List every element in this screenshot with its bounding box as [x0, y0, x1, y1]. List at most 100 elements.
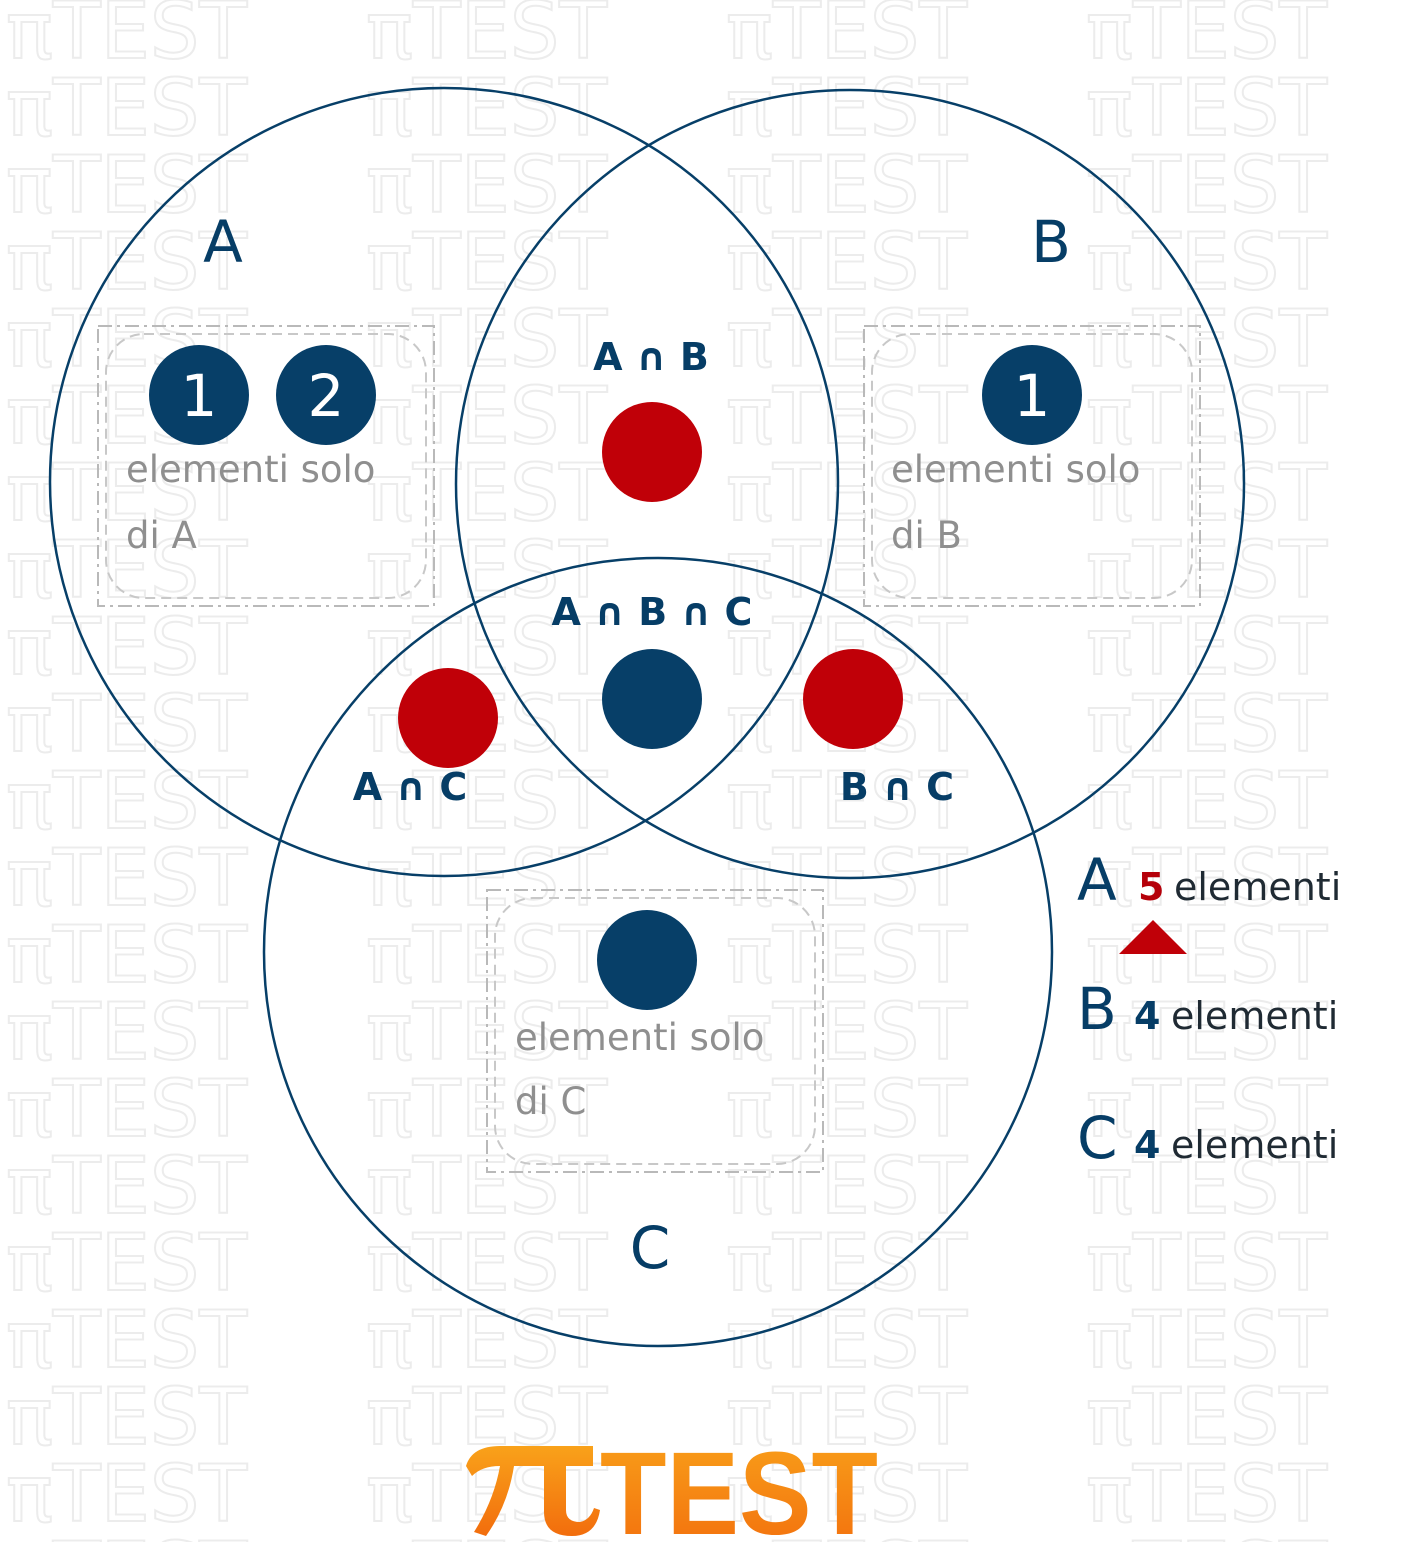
watermark-text: πTEST — [726, 988, 967, 1078]
watermark-text: πTEST — [366, 372, 607, 462]
only-c-box — [486, 889, 824, 1173]
watermark-text: πTEST — [366, 449, 607, 539]
set-a-label: A — [203, 208, 243, 276]
legend-count-a: 5 — [1138, 865, 1164, 909]
only-a-box — [97, 325, 435, 607]
only-a-text-line1: elementi solo — [126, 448, 375, 491]
element-dot-a-and-b — [602, 402, 702, 502]
watermark-text: πTEST — [1086, 834, 1327, 924]
watermark-text: πTEST — [366, 141, 607, 231]
element-dot-a-and-b-and-c — [602, 649, 702, 749]
legend-letter-c: C — [1077, 1104, 1118, 1172]
watermark-text: πTEST — [726, 911, 967, 1001]
logo-text: TEST — [600, 1428, 878, 1542]
legend-count-c: 4 — [1134, 1123, 1160, 1167]
watermark-text: πTEST — [6, 988, 247, 1078]
watermark-text: πTEST — [366, 757, 607, 847]
watermark-text: πTEST — [726, 1065, 967, 1155]
watermark-text: πTEST — [726, 1142, 967, 1232]
watermark-text: πTEST — [6, 64, 247, 154]
watermark-text: πTEST — [366, 1296, 607, 1386]
watermark-text: πTEST — [6, 1142, 247, 1232]
watermark-text: πTEST — [726, 449, 967, 539]
pi-symbol-icon — [466, 1446, 600, 1536]
watermark-text: πTEST — [726, 141, 967, 231]
legend-item-a: A 5 elementi — [1077, 846, 1341, 954]
set-c-circle — [262, 556, 1054, 1348]
watermark-text: πTEST — [726, 1373, 967, 1463]
legend-letter-b: B — [1077, 975, 1117, 1043]
triangle-up-icon — [1119, 920, 1187, 954]
watermark-text: πTEST — [726, 526, 967, 616]
only-c-text-line1: elementi solo — [515, 1016, 764, 1059]
watermark-text: πTEST — [6, 680, 247, 770]
watermark-text: πTEST — [1086, 1527, 1327, 1542]
watermark-text: πTEST — [1086, 0, 1327, 77]
set-c-label: C — [630, 1214, 671, 1282]
element-dot-b-and-c — [803, 649, 903, 749]
watermark-text: πTEST — [6, 911, 247, 1001]
only-b-text-line1: elementi solo — [891, 448, 1140, 491]
watermark-text: πTEST — [6, 757, 247, 847]
watermark-text: πTEST — [1086, 1373, 1327, 1463]
legend-word-a: elementi — [1174, 865, 1341, 909]
watermark-text: πTEST — [1086, 1219, 1327, 1309]
watermark-text: πTEST — [6, 1527, 247, 1542]
element-dot-only-c — [597, 910, 697, 1010]
watermark-text: πTEST — [1086, 141, 1327, 231]
set-b-label: B — [1031, 208, 1071, 276]
watermark-text: πTEST — [1086, 295, 1327, 385]
watermark-text: πTEST — [6, 141, 247, 231]
legend-item-c: C 4 elementi — [1077, 1104, 1338, 1172]
watermark-text: πTEST — [6, 1373, 247, 1463]
region-b-and-c-label: B ∩ C — [840, 765, 954, 809]
legend: A 5 elementi B 4 elementi C 4 elementi — [1077, 846, 1341, 1172]
only-a-text-line2: di A — [126, 514, 197, 557]
watermark-text: πTEST — [1086, 449, 1327, 539]
watermark-text: πTEST — [726, 0, 967, 77]
watermark-text: πTEST — [6, 0, 247, 77]
watermark-text: πTEST — [726, 1527, 967, 1542]
element-dot-only-a-2-number: 2 — [308, 362, 345, 430]
watermark-text: πTEST — [1086, 603, 1327, 693]
region-a-and-c-label: A ∩ C — [353, 765, 468, 809]
watermark-text: πTEST — [1086, 911, 1327, 1001]
legend-word-b: elementi — [1171, 994, 1338, 1038]
watermark-text: πTEST — [1086, 1065, 1327, 1155]
watermark-text: πTEST — [1086, 218, 1327, 308]
watermark-text: πTEST — [726, 295, 967, 385]
watermark-text: πTEST — [1086, 988, 1327, 1078]
only-c-text-line2: di C — [515, 1080, 586, 1123]
watermark-text: πTEST — [6, 526, 247, 616]
watermark-text: πTEST — [366, 295, 607, 385]
watermark-text: πTEST — [366, 0, 607, 77]
legend-item-b: B 4 elementi — [1077, 975, 1338, 1043]
set-a-circle — [48, 86, 840, 878]
watermark-text: πTEST — [1086, 1142, 1327, 1232]
pitest-logo: TEST — [466, 1428, 878, 1542]
watermark-text: πTEST — [726, 1296, 967, 1386]
watermark-text: πTEST — [6, 1219, 247, 1309]
watermark-text: πTEST — [6, 1296, 247, 1386]
watermark-text: πTEST — [366, 1219, 607, 1309]
watermark-text: πTEST — [1086, 1296, 1327, 1386]
legend-letter-a: A — [1077, 846, 1117, 914]
watermark-text: πTEST — [726, 218, 967, 308]
watermark-text: πTEST — [1086, 64, 1327, 154]
watermark-text: πTEST — [726, 1450, 967, 1540]
watermark-text: πTEST — [726, 1219, 967, 1309]
watermark-text: πTEST — [726, 64, 967, 154]
watermark-text: πTEST — [6, 1450, 247, 1540]
element-dot-a-and-c — [398, 668, 498, 768]
watermark-text: πTEST — [1086, 757, 1327, 847]
watermark-text: πTEST — [6, 834, 247, 924]
watermark-text: πTEST — [6, 218, 247, 308]
legend-word-c: elementi — [1171, 1123, 1338, 1167]
element-dot-only-b-1 — [982, 345, 1082, 445]
watermark-text: πTEST — [366, 526, 607, 616]
only-b-box — [863, 325, 1201, 607]
watermark-text: πTEST — [366, 218, 607, 308]
only-b-text-line2: di B — [891, 514, 962, 557]
element-dot-only-b-1-number: 1 — [1014, 362, 1051, 430]
